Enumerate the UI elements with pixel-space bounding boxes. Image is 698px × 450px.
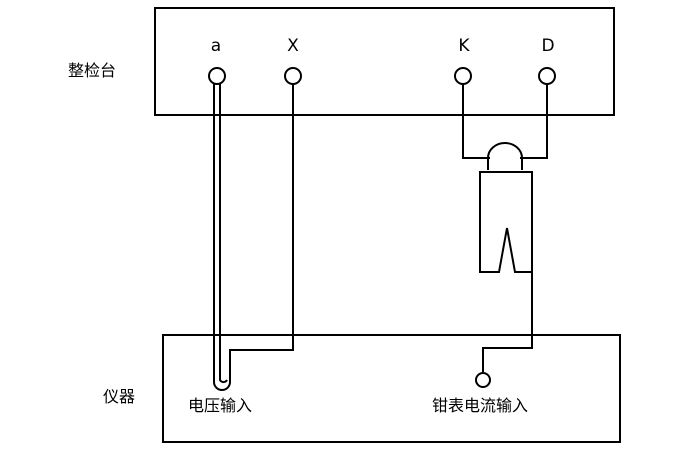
terminal-x-label: X: [287, 36, 299, 56]
clamp-current-input-label: 钳表电流输入: [432, 396, 529, 415]
test-bench-box: [154, 7, 615, 116]
clamp-lead: [482, 272, 533, 372]
terminal-a-label: a: [210, 36, 222, 56]
terminal-d-circle: [538, 67, 556, 85]
instrument-box: [162, 334, 621, 443]
wire-terminal-k: [462, 84, 490, 159]
test-bench-label: 整检台: [68, 61, 117, 80]
terminal-a-circle: [208, 67, 226, 85]
instrument-label: 仪器: [103, 387, 136, 406]
voltage-input-label: 电压输入: [188, 396, 253, 415]
clamp-current-input-terminal: [475, 372, 491, 388]
wire-terminal-a: [213, 84, 294, 391]
clamp-jaw: [487, 142, 523, 170]
terminal-d-label: D: [541, 36, 555, 56]
terminal-k-label: K: [458, 36, 470, 56]
wire-terminal-x: [219, 84, 228, 384]
clamp-meter-body: [479, 171, 533, 273]
terminal-x-circle: [284, 67, 302, 85]
wire-terminal-d: [520, 84, 548, 159]
terminal-k-circle: [454, 67, 472, 85]
